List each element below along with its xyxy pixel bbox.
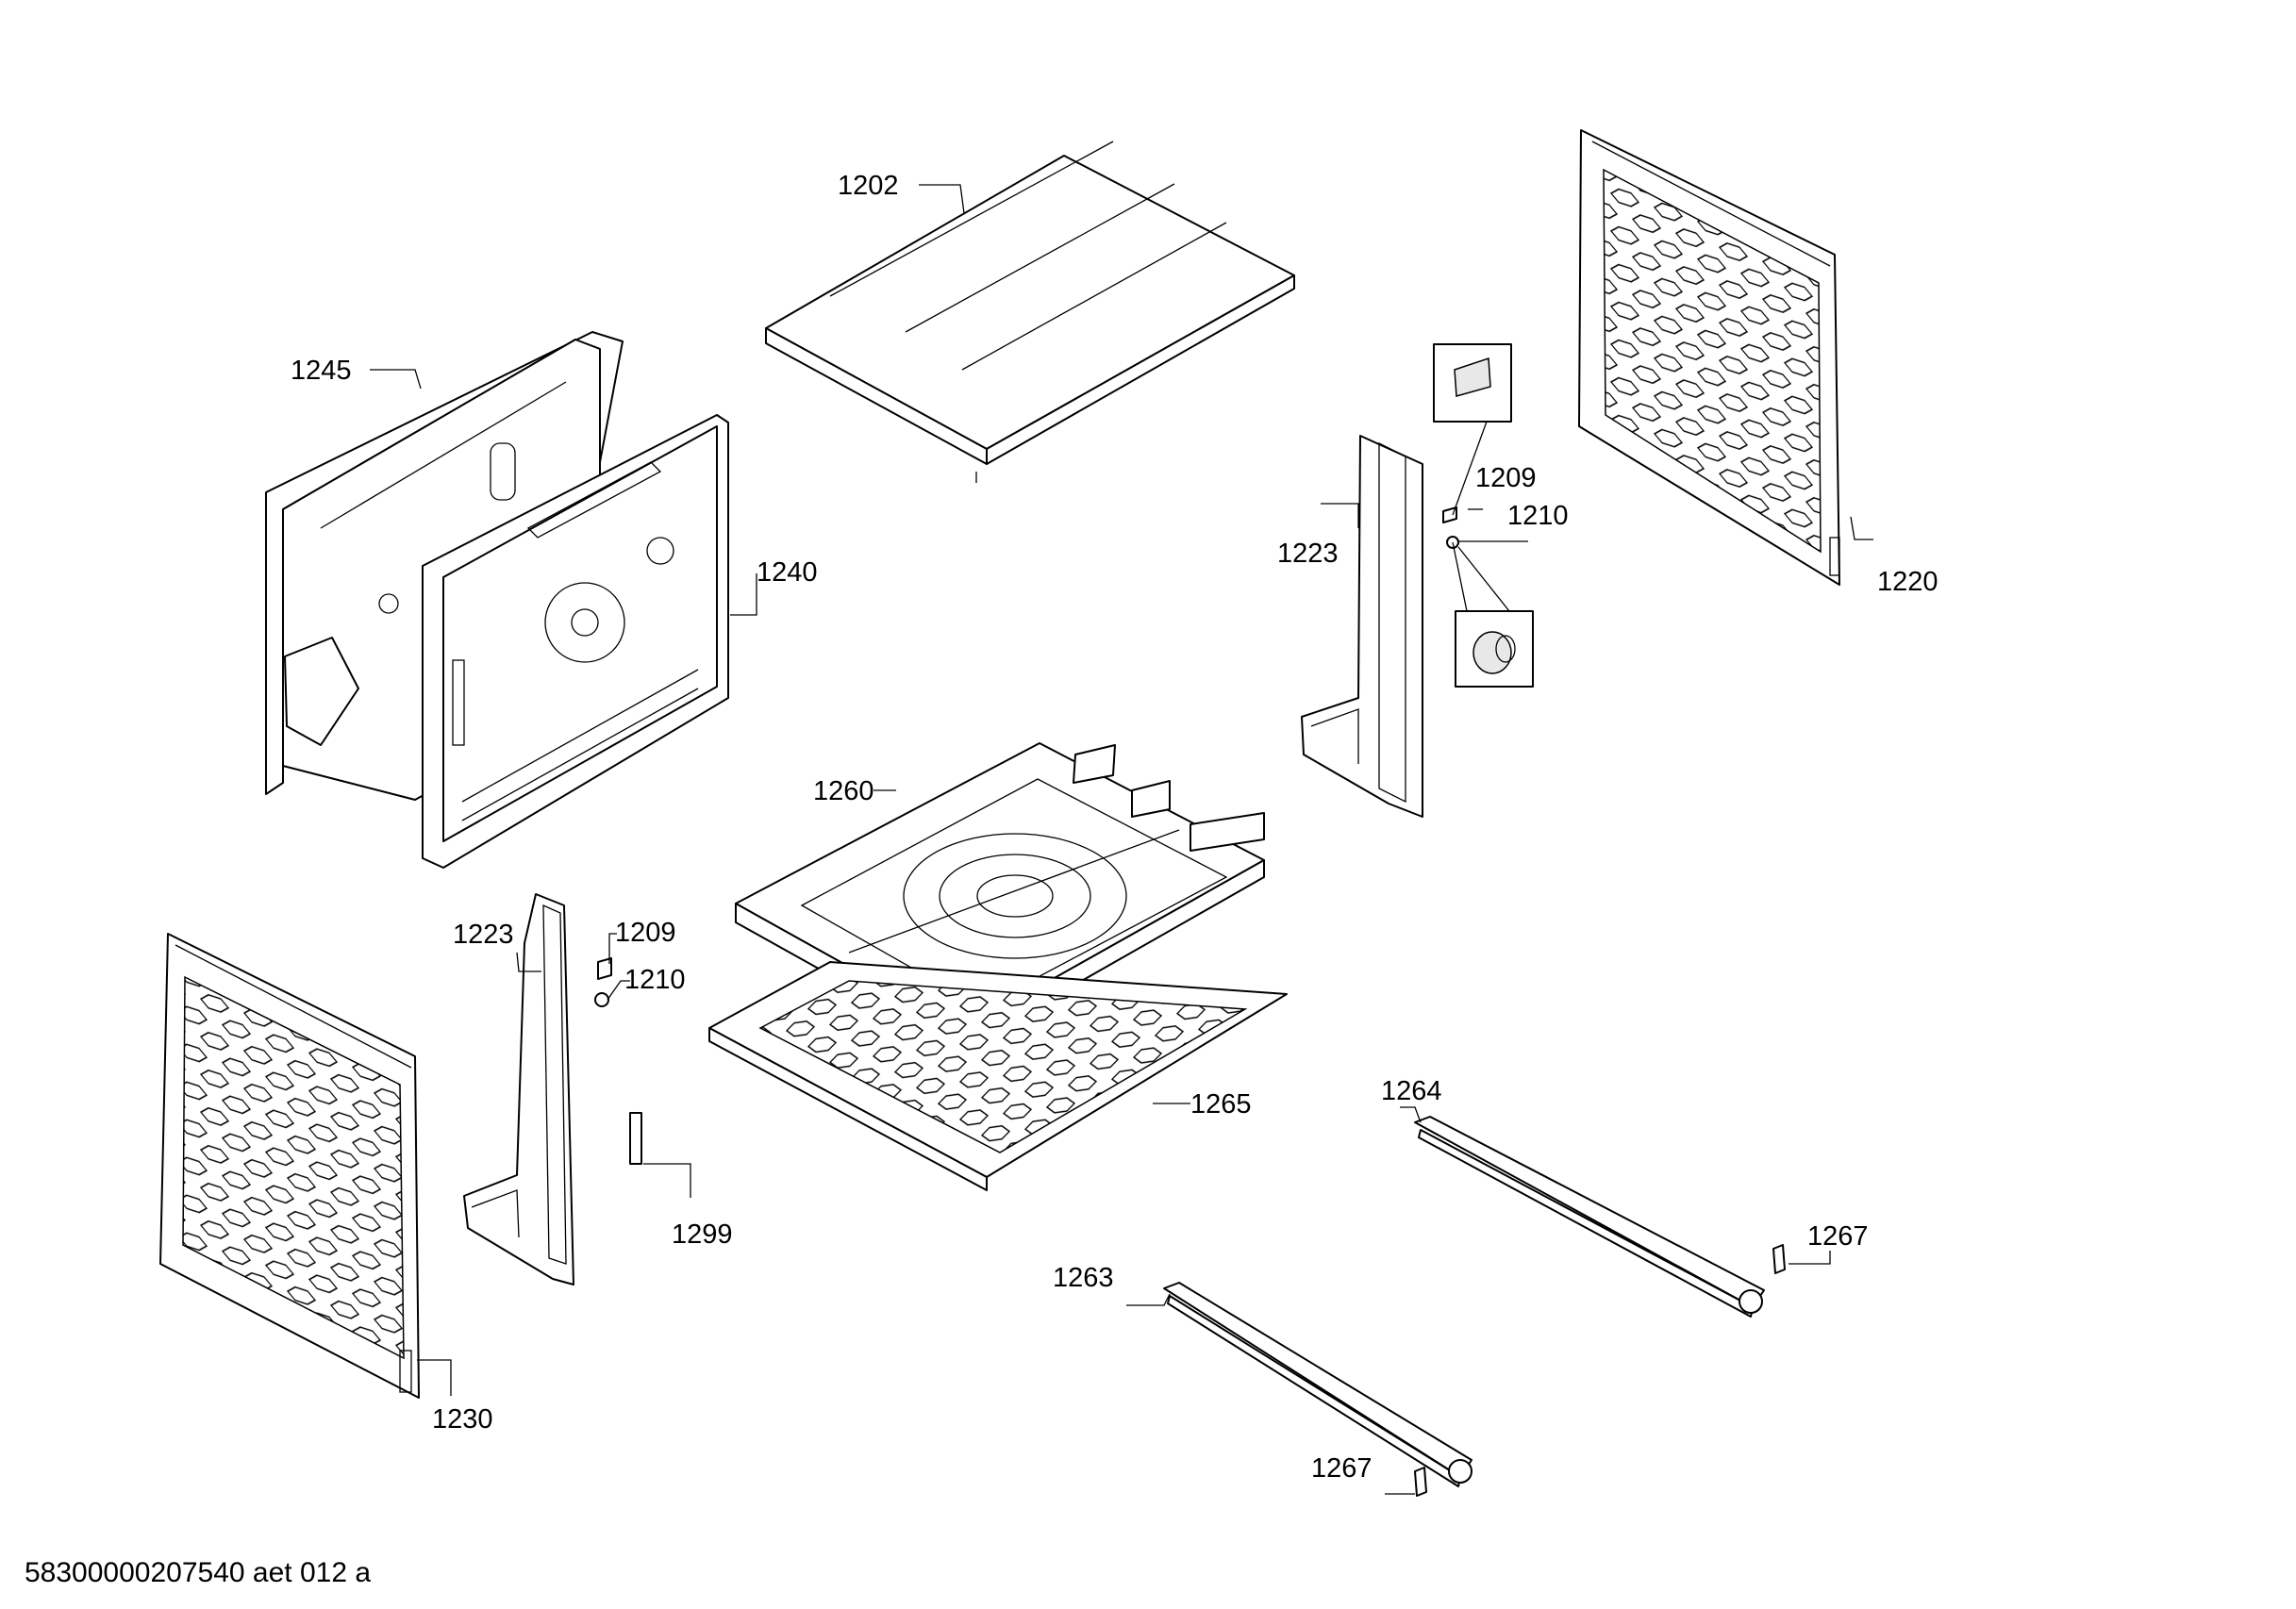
part-1223-left-bracket (463, 893, 574, 1286)
part-1240-inner-rear-panel (422, 414, 729, 869)
callout-1210-right: 1210 (1507, 501, 1569, 531)
part-1202-top-cover (765, 141, 1295, 483)
part-1220-right-side-panel (1578, 129, 1840, 586)
part-1263-left-rail (1163, 1282, 1472, 1497)
detail-1209-clip-right (1433, 343, 1512, 523)
part-1264-right-rail (1414, 1116, 1786, 1318)
part-1299-small-part (629, 1112, 642, 1165)
part-1210-grommet-left (594, 992, 609, 1007)
callout-1230: 1230 (432, 1404, 493, 1435)
callout-1202: 1202 (838, 171, 899, 201)
document-id: 58300000207540 aet 012 a (25, 1557, 371, 1588)
part-1265-bottom-panel (708, 961, 1288, 1191)
callout-1223-right: 1223 (1277, 539, 1339, 569)
callout-1245: 1245 (291, 356, 352, 386)
callout-1220: 1220 (1877, 567, 1938, 597)
callout-labels: 1202 1245 1240 1220 1223 1209 1210 1260 … (291, 171, 1938, 1484)
part-1230-left-side-panel (159, 933, 420, 1399)
callout-1240: 1240 (757, 557, 818, 588)
callout-1267-left: 1267 (1311, 1453, 1373, 1484)
callout-1263: 1263 (1053, 1263, 1114, 1293)
leader-lines (370, 184, 1873, 1495)
callout-1210-left: 1210 (624, 965, 686, 995)
callout-1209-left: 1209 (615, 918, 676, 948)
callout-1299: 1299 (672, 1219, 733, 1250)
part-1223-right-bracket (1301, 435, 1423, 818)
callout-1267-right: 1267 (1807, 1221, 1869, 1252)
callout-1264: 1264 (1381, 1076, 1442, 1106)
callout-1265: 1265 (1190, 1089, 1252, 1120)
part-1209-clip-left (597, 957, 612, 980)
callout-1260: 1260 (813, 776, 874, 806)
detail-1210-grommet-right (1446, 536, 1534, 688)
callout-1209-right: 1209 (1475, 463, 1537, 493)
callout-1223-left: 1223 (453, 920, 514, 950)
